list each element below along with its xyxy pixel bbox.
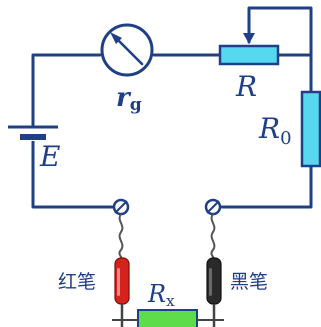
- wire-battery-to-red-terminal: [31, 138, 116, 209]
- terminal-screw-slot: [114, 200, 128, 214]
- black-probe-label: 黑笔: [230, 271, 268, 293]
- galvanometer-needle-tip-icon: [110, 32, 122, 44]
- variable-resistor: [218, 44, 280, 66]
- battery-label: E: [39, 140, 60, 173]
- galvanometer: [100, 23, 154, 77]
- black-probe-grip: [209, 268, 212, 296]
- wire-slider-loop: [247, 6, 313, 57]
- red-probe-lead: [118, 213, 124, 260]
- fixed-resistor-r0: [300, 90, 321, 168]
- wire-r0-to-black-terminal: [220, 164, 313, 209]
- circuit-wires: [31, 6, 313, 209]
- slider-arrow-icon: [243, 33, 255, 44]
- red-probe-grip: [117, 268, 120, 296]
- galvanometer-label: rg: [116, 83, 142, 115]
- wire-resistor-to-r0: [276, 53, 313, 94]
- unknown-resistor-label: Rx: [147, 280, 175, 310]
- red-probe: [114, 257, 130, 327]
- terminal-screw-slot: [206, 200, 220, 214]
- wire-left-top: [31, 53, 102, 130]
- fixed-resistor-label: R0: [258, 112, 292, 149]
- black-probe-lead: [210, 213, 216, 260]
- variable-resistor-label: R: [235, 70, 257, 103]
- terminal-black: [204, 198, 222, 216]
- black-probe: [206, 257, 222, 327]
- red-probe-label: 红笔: [58, 271, 96, 293]
- unknown-resistor-rx: [137, 309, 198, 327]
- battery: [8, 125, 58, 141]
- terminal-red: [112, 198, 130, 216]
- galvanometer-needle: [113, 35, 144, 66]
